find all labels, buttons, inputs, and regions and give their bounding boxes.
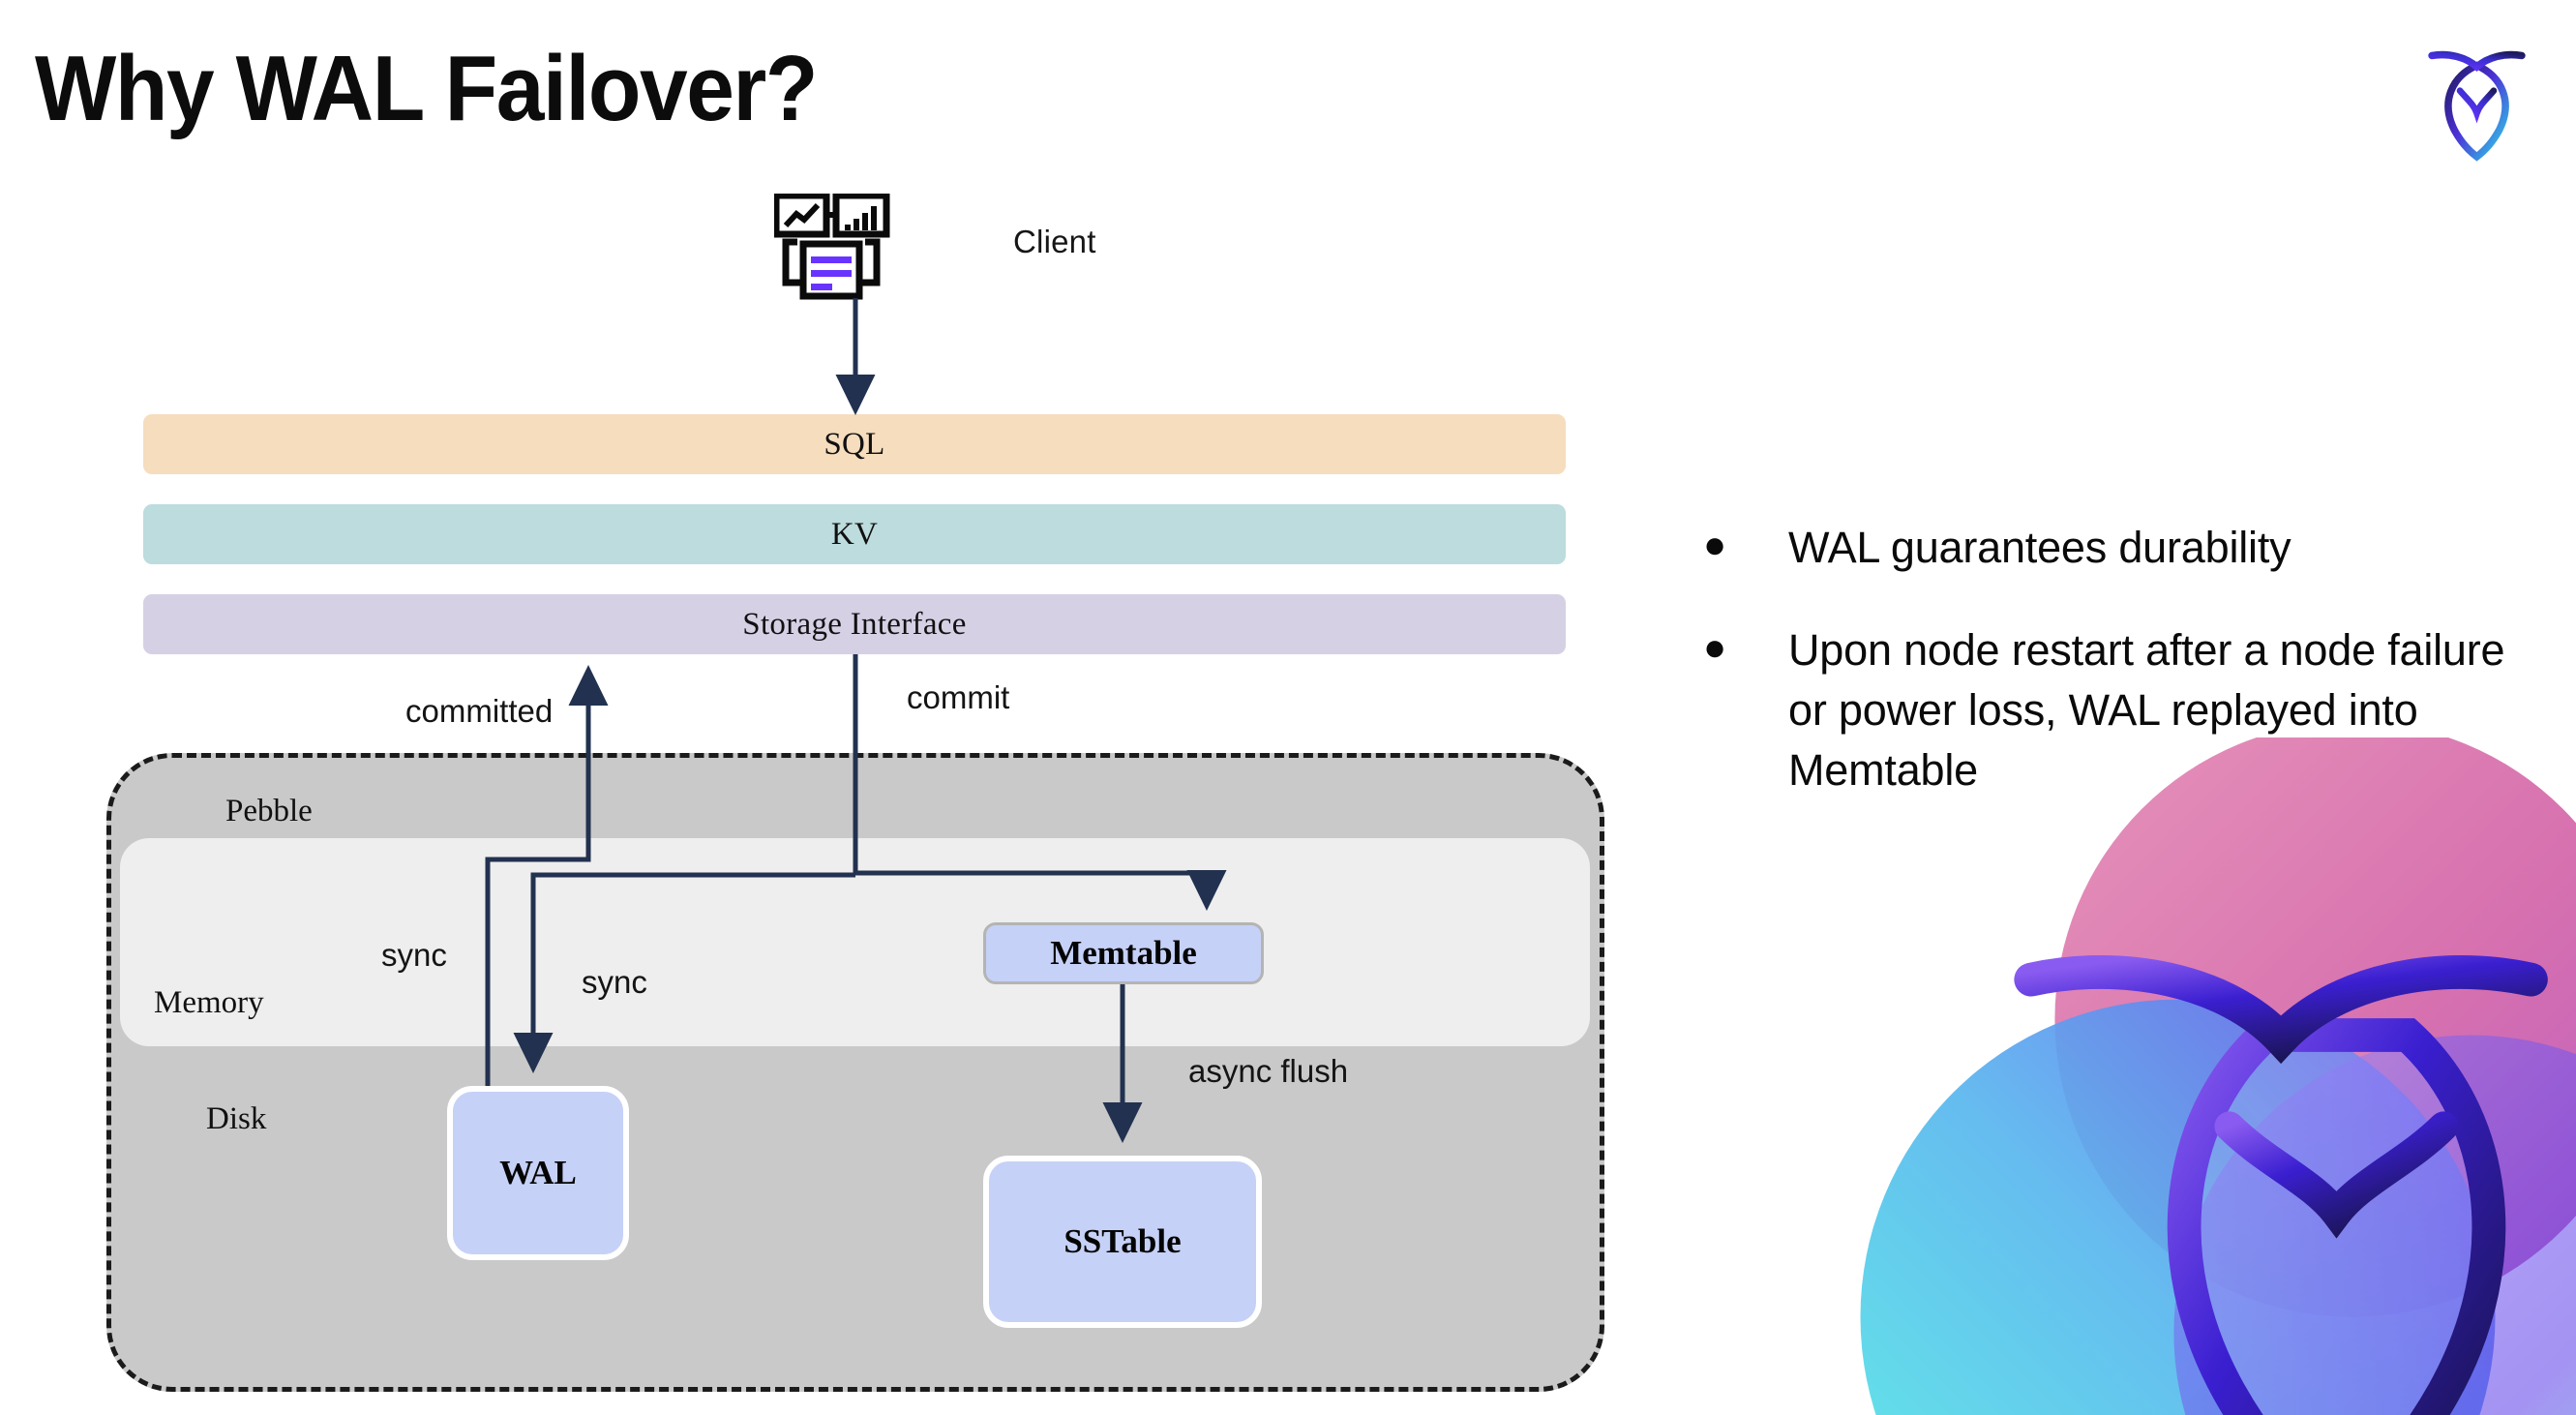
edge-label-async-flush: async flush xyxy=(1188,1053,1349,1089)
bullet-dot-icon: ● xyxy=(1703,626,1727,670)
edge-label-commit: commit xyxy=(907,679,1010,715)
memory-label: Memory xyxy=(154,985,264,1020)
list-item: ● Upon node restart after a node failure… xyxy=(1703,620,2506,800)
pebble-label: Pebble xyxy=(225,794,313,828)
cockroachdb-logo-icon xyxy=(2428,50,2526,162)
disk-label: Disk xyxy=(206,1101,267,1136)
edge-label-sync-right: sync xyxy=(582,964,647,1000)
client-terminal-icon xyxy=(774,194,890,300)
client-label: Client xyxy=(1013,224,1096,259)
edge-label-committed: committed xyxy=(405,693,554,729)
page-title: Why WAL Failover? xyxy=(35,37,818,140)
layer-bar-sql: SQL xyxy=(143,414,1566,474)
memory-region xyxy=(120,838,1590,1046)
bullet-list: ● WAL guarantees durability ● Upon node … xyxy=(1703,518,2506,843)
layer-bar-storage: Storage Interface xyxy=(143,594,1566,654)
node-wal[interactable]: WAL xyxy=(447,1086,629,1260)
bullet-text: WAL guarantees durability xyxy=(1788,523,2291,572)
node-sstable[interactable]: SSTable xyxy=(983,1156,1262,1328)
layer-bar-kv: KV xyxy=(143,504,1566,564)
node-memtable[interactable]: Memtable xyxy=(983,922,1264,984)
bullet-text: Upon node restart after a node failure o… xyxy=(1788,625,2505,796)
edge-label-sync-left: sync xyxy=(381,937,447,973)
bullet-dot-icon: ● xyxy=(1703,524,1727,566)
list-item: ● WAL guarantees durability xyxy=(1703,518,2506,578)
